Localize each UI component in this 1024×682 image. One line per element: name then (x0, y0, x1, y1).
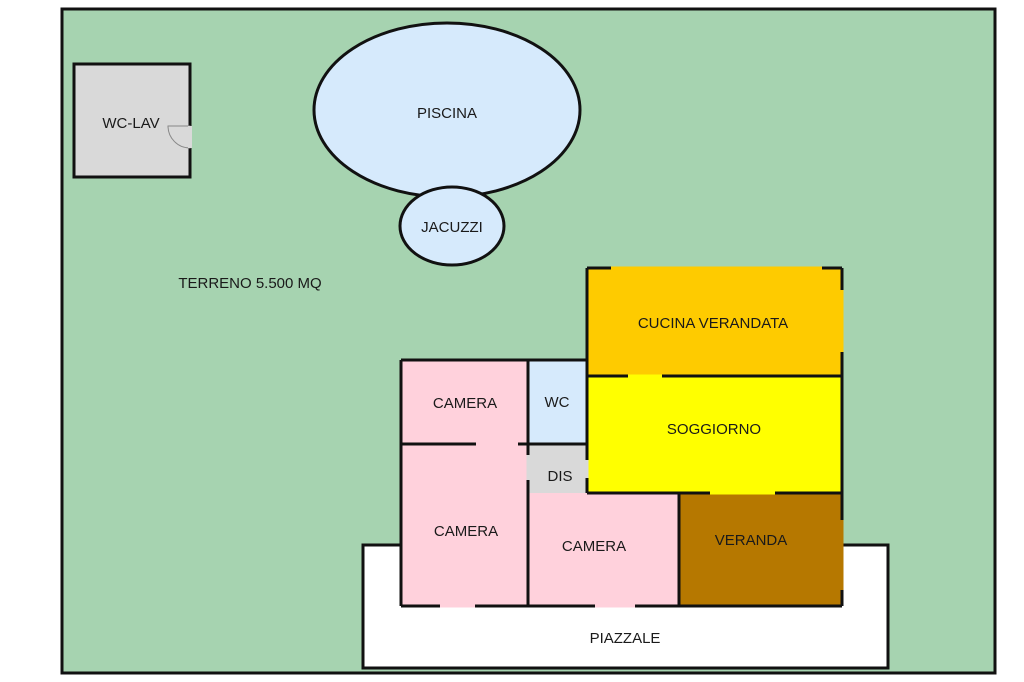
room-camera-2 (401, 444, 528, 606)
room-dis-label: DIS (547, 468, 572, 485)
room-cucina-verandata (587, 268, 842, 376)
pool-label: PISCINA (417, 105, 477, 122)
jacuzzi (398, 185, 506, 267)
room-wc (528, 360, 587, 444)
openings (440, 266, 844, 608)
outbuilding-wc-lav (72, 62, 192, 179)
room-soggiorno-label: SOGGIORNO (667, 421, 761, 438)
room-cucina-label: CUCINA VERANDATA (638, 315, 788, 332)
room-camera-3-label: CAMERA (562, 538, 626, 555)
room-camera-1-label: CAMERA (433, 395, 497, 412)
room-veranda-label: VERANDA (715, 532, 788, 549)
outbuilding-label: WC-LAV (102, 115, 159, 132)
room-veranda (679, 493, 842, 606)
room-camera-2-label: CAMERA (434, 523, 498, 540)
room-wc-label: WC (545, 394, 570, 411)
room-camera-1 (401, 360, 528, 444)
room-dis (528, 444, 587, 493)
room-camera-3 (528, 493, 679, 606)
room-soggiorno (587, 376, 842, 493)
land-label: TERRENO 5.500 MQ (178, 275, 321, 292)
jacuzzi-label: JACUZZI (421, 219, 483, 236)
yard-label: PIAZZALE (590, 630, 661, 647)
